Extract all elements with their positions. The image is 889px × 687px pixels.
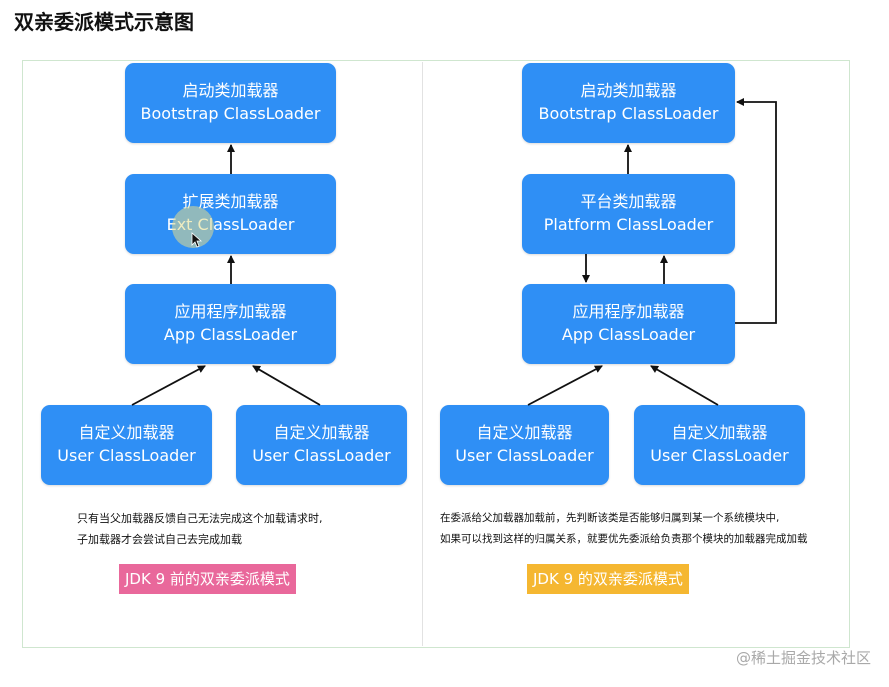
left-bootstrap-loader-en: Bootstrap ClassLoader: [140, 104, 321, 123]
right-bootstrap-loader-box: 启动类加载器 Bootstrap ClassLoader: [522, 63, 735, 143]
right-description: 在委派给父加载器加载前，先判断该类是否能够归属到某一个系统模块中, 如果可以找到…: [440, 508, 808, 550]
right-platform-loader-cn: 平台类加载器: [580, 192, 677, 211]
right-arrow-app-to-bootstrap: [735, 98, 777, 324]
left-user-loader-2-cn: 自定义加载器: [273, 423, 370, 442]
right-platform-loader-box: 平台类加载器 Platform ClassLoader: [522, 174, 735, 254]
right-bootstrap-loader-en: Bootstrap ClassLoader: [538, 104, 719, 123]
left-user-loader-1-en: User ClassLoader: [57, 446, 196, 465]
left-description-line-1: 只有当父加载器反馈自己无法完成这个加载请求时,: [77, 512, 323, 525]
right-user-loader-1-cn: 自定义加载器: [476, 423, 573, 442]
right-arrow-user2-to-app: [650, 365, 719, 406]
right-app-loader-box: 应用程序加载器 App ClassLoader: [522, 284, 735, 364]
right-arrow-user1-to-app: [527, 365, 603, 406]
right-user-loader-1-en: User ClassLoader: [455, 446, 594, 465]
left-arrow-user1-to-app: [131, 365, 206, 406]
left-bootstrap-loader-box: 启动类加载器 Bootstrap ClassLoader: [125, 63, 336, 143]
diagram-frame: [22, 60, 850, 648]
left-user-loader-box-1: 自定义加载器 User ClassLoader: [41, 405, 212, 485]
right-app-loader-en: App ClassLoader: [561, 325, 696, 344]
right-user-loader-2-cn: 自定义加载器: [671, 423, 768, 442]
panel-divider: [422, 62, 423, 646]
right-user-loader-box-2: 自定义加载器 User ClassLoader: [634, 405, 805, 485]
left-user-loader-1-cn: 自定义加载器: [78, 423, 175, 442]
right-description-line-1: 在委派给父加载器加载前，先判断该类是否能够归属到某一个系统模块中,: [440, 512, 780, 524]
left-description: 只有当父加载器反馈自己无法完成这个加载请求时, 子加载器才会尝试自己去完成加载: [77, 508, 323, 550]
right-platform-loader-en: Platform ClassLoader: [543, 215, 714, 234]
left-mode-badge: JDK 9 前的双亲委派模式: [119, 564, 296, 594]
right-user-loader-2-en: User ClassLoader: [650, 446, 789, 465]
left-bootstrap-loader-cn: 启动类加载器: [182, 81, 279, 100]
left-app-loader-box: 应用程序加载器 App ClassLoader: [125, 284, 336, 364]
right-bootstrap-loader-cn: 启动类加载器: [580, 81, 677, 100]
watermark: @稀土掘金技术社区: [735, 649, 871, 667]
left-user-loader-2-en: User ClassLoader: [252, 446, 391, 465]
right-app-loader-cn: 应用程序加载器: [572, 302, 685, 321]
left-app-loader-cn: 应用程序加载器: [174, 302, 287, 321]
right-mode-badge: JDK 9 的双亲委派模式: [527, 564, 689, 594]
mouse-pointer-icon: [191, 232, 203, 248]
left-ext-loader-cn: 扩展类加载器: [182, 192, 279, 211]
left-user-loader-box-2: 自定义加载器 User ClassLoader: [236, 405, 407, 485]
left-ext-loader-box: 扩展类加载器 Ext ClassLoader: [125, 174, 336, 254]
right-user-loader-box-1: 自定义加载器 User ClassLoader: [440, 405, 609, 485]
left-app-loader-en: App ClassLoader: [163, 325, 298, 344]
left-arrow-user2-to-app: [252, 365, 321, 406]
left-description-line-2: 子加载器才会尝试自己去完成加载: [77, 533, 242, 546]
right-description-line-2: 如果可以找到这样的归属关系，就要优先委派给负责那个模块的加载器完成加载: [440, 533, 808, 545]
page-title: 双亲委派模式示意图: [14, 10, 194, 34]
